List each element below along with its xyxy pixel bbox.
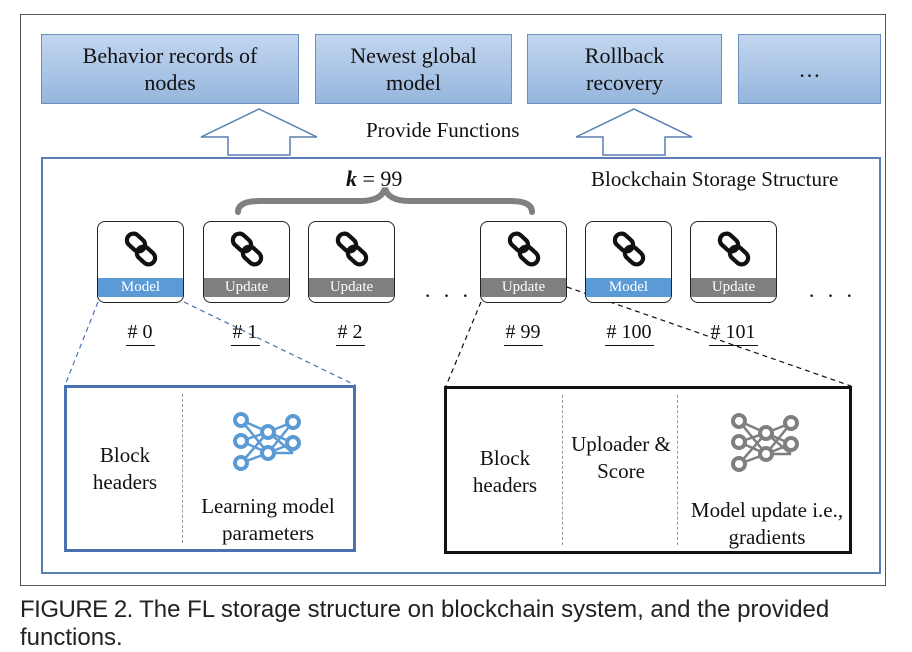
ellipsis-middle: · · · bbox=[424, 283, 472, 308]
block-index: # 99 bbox=[473, 321, 573, 346]
block-type-tag: Update bbox=[481, 278, 566, 297]
block-index: # 100 bbox=[579, 321, 679, 346]
neural-network-icon bbox=[233, 412, 301, 471]
block-100: Model bbox=[585, 221, 672, 303]
block-index-label: # 1 bbox=[230, 321, 260, 346]
detail-divider bbox=[562, 395, 563, 545]
block-type-tag: Update bbox=[309, 278, 394, 297]
block-1: Update bbox=[203, 221, 290, 303]
detail-divider bbox=[182, 394, 183, 543]
block-index-label: # 101 bbox=[708, 321, 758, 346]
ellipsis-end: · · · bbox=[808, 283, 856, 308]
function-more: … bbox=[738, 34, 881, 104]
block-index: # 101 bbox=[683, 321, 783, 346]
chain-link-icon bbox=[506, 231, 542, 267]
block-headers-label: Block headers bbox=[472, 446, 538, 497]
storage-title: Blockchain Storage Structure bbox=[591, 167, 839, 191]
chain-link-icon bbox=[716, 231, 752, 267]
model-block-detail: Block headers Learning model parameters bbox=[64, 385, 356, 552]
block-101: Update bbox=[690, 221, 777, 303]
k-variable: k bbox=[346, 166, 357, 191]
learning-model-parameters-label: Learning model parameters bbox=[201, 494, 335, 545]
block-index-label: # 100 bbox=[604, 321, 654, 346]
detail-divider bbox=[677, 395, 678, 545]
figure-number: FIGURE 2. bbox=[20, 596, 133, 623]
chain-link-icon bbox=[611, 231, 647, 267]
block-type-tag: Update bbox=[204, 278, 289, 297]
block-type-tag: Model bbox=[98, 278, 183, 297]
block-99: Update bbox=[480, 221, 567, 303]
function-newest-model: Newest global model bbox=[315, 34, 512, 104]
block-index: # 2 bbox=[300, 321, 400, 346]
up-arrow-icon bbox=[200, 108, 318, 156]
block-index-label: # 99 bbox=[503, 321, 543, 346]
block-type-tag: Update bbox=[691, 278, 776, 297]
function-label: … bbox=[798, 56, 821, 82]
block-headers-label: Block headers bbox=[92, 443, 158, 494]
block-index: # 1 bbox=[195, 321, 295, 346]
detail-connector-lines bbox=[64, 286, 852, 387]
block-2: Update bbox=[308, 221, 395, 303]
model-update-gradients-label: Model update i.e., gradients bbox=[690, 498, 844, 549]
chain-link-icon bbox=[229, 231, 265, 267]
k-value-label: k = 99 bbox=[346, 166, 402, 192]
block-type-tag: Model bbox=[586, 278, 671, 297]
block-index-label: # 0 bbox=[125, 321, 155, 346]
uploader-score-label: Uploader & Score bbox=[571, 432, 671, 483]
up-arrow-icon bbox=[575, 108, 693, 156]
function-label: Newest global model bbox=[350, 43, 477, 95]
blockchain-storage-container bbox=[41, 157, 881, 574]
function-behavior-records: Behavior records of nodes bbox=[41, 34, 299, 104]
curly-brace bbox=[235, 187, 535, 215]
provide-functions-label: Provide Functions bbox=[366, 118, 520, 142]
caption-text: The FL storage structure on blockchain s… bbox=[20, 596, 830, 651]
function-label: Rollback recovery bbox=[584, 43, 665, 95]
block-index-label: # 2 bbox=[335, 321, 365, 346]
chain-link-icon bbox=[123, 231, 159, 267]
chain-link-icon bbox=[334, 231, 370, 267]
block-0: Model bbox=[97, 221, 184, 303]
update-block-detail: Block headers Uploader & Score Model upd… bbox=[444, 386, 852, 554]
function-rollback: Rollback recovery bbox=[527, 34, 722, 104]
neural-network-icon bbox=[731, 413, 799, 472]
figure-frame bbox=[20, 14, 886, 586]
block-index: # 0 bbox=[90, 321, 190, 346]
k-equals: = 99 bbox=[357, 166, 403, 191]
function-label: Behavior records of nodes bbox=[82, 43, 258, 95]
figure-caption: FIGURE 2. The FL storage structure on bl… bbox=[20, 596, 912, 652]
